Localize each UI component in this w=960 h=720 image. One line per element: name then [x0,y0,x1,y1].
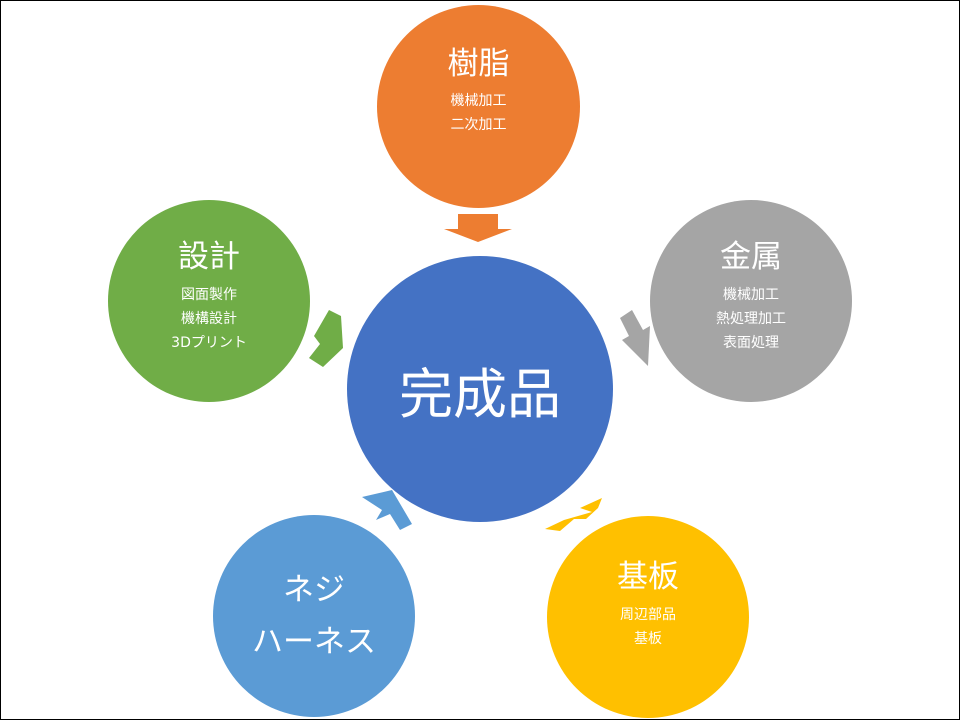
design-title: 設計 [178,239,240,276]
metal-item: 表面処理 [723,334,779,351]
board-item: 基板 [634,630,662,647]
design-item: 3Dプリント [171,334,247,351]
metal-arrow [620,310,650,366]
metal-item: 熱処理加工 [716,310,786,327]
metal-item: 機械加工 [723,286,779,303]
center-label: 完成品 [399,362,561,426]
harness-title-line: ネジ [283,572,345,608]
board-item: 周辺部品 [620,606,676,623]
resin-title: 樹脂 [447,45,510,82]
harness-title-line: ハーネス [252,624,376,660]
design-circle: 設計 図面製作 機構設計 3Dプリント [108,200,310,402]
board-arrow [545,498,602,531]
board-circle: 基板 周辺部品 基板 [547,516,749,718]
resin-item: 機械加工 [450,93,507,110]
resin-item: 二次加工 [450,117,507,134]
resin-circle: 樹脂 機械加工 二次加工 [377,5,580,208]
metal-title: 金属 [720,239,782,276]
resin-arrow [444,214,512,242]
design-arrow [309,310,343,367]
center-circle: 完成品 [347,256,613,522]
harness-arrow [362,490,412,530]
board-title: 基板 [617,559,679,596]
metal-circle: 金属 機械加工 熱処理加工 表面処理 [650,200,852,402]
design-item: 機構設計 [181,310,237,327]
design-item: 図面製作 [181,286,237,303]
harness-circle: ネジ ハーネス [213,515,415,717]
